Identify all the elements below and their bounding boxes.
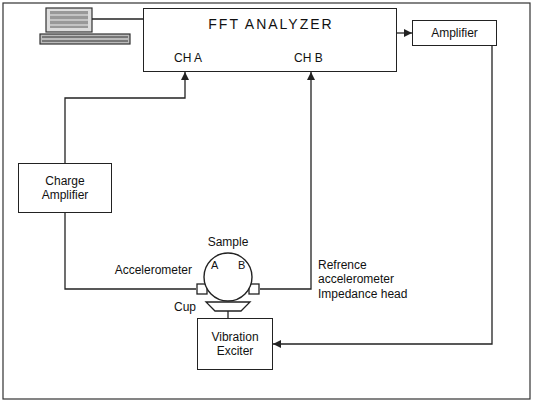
sample-circle <box>204 253 252 301</box>
part-label: Cup <box>174 300 196 314</box>
sample-circle: Sample <box>196 236 260 302</box>
point-label: A <box>211 259 218 272</box>
connector-line <box>65 213 196 289</box>
connector <box>260 72 315 289</box>
node-text: Charge Amplifier <box>23 174 107 203</box>
connector <box>65 213 196 289</box>
screen-line <box>50 20 88 21</box>
channel-label: CH A <box>174 51 202 65</box>
computer-link <box>92 18 143 19</box>
node-text: Amplifier <box>431 26 478 40</box>
connector <box>397 29 412 37</box>
monitor <box>46 8 92 32</box>
connector-line <box>65 72 185 163</box>
point-label: B <box>238 259 245 272</box>
cup-stem <box>227 311 228 318</box>
part-label: Refrence accelerometer Impedance head <box>318 258 414 301</box>
arrowhead <box>181 72 189 80</box>
arrowhead <box>307 72 315 80</box>
channel-label: CH B <box>294 51 323 65</box>
computer-icon <box>40 8 130 44</box>
connector-line <box>273 46 492 344</box>
connector-line <box>260 72 311 289</box>
cup-symbol <box>206 302 250 311</box>
connector <box>273 46 492 348</box>
screen-line <box>50 25 88 26</box>
keyboard <box>40 34 130 44</box>
keyboard-row <box>42 41 128 42</box>
analyzer-title: FFT ANALYZER <box>144 16 398 33</box>
arrowhead <box>273 340 281 348</box>
connector <box>65 72 189 163</box>
analyzer-box: FFT ANALYZER CH A CH B <box>143 8 397 72</box>
node-heading: Sample <box>196 235 260 249</box>
screen <box>50 11 88 28</box>
exciter-box: Vibration Exciter <box>197 318 273 370</box>
part-label: Accelerometer <box>100 263 192 277</box>
arrowhead <box>404 29 412 37</box>
node-text: Vibration Exciter <box>202 330 268 359</box>
keyboard-row <box>42 37 128 38</box>
amplifier-box: Amplifier <box>412 20 497 46</box>
screen-line <box>50 15 88 16</box>
charge-amplifier-box: Charge Amplifier <box>18 163 112 213</box>
frame <box>3 3 530 399</box>
